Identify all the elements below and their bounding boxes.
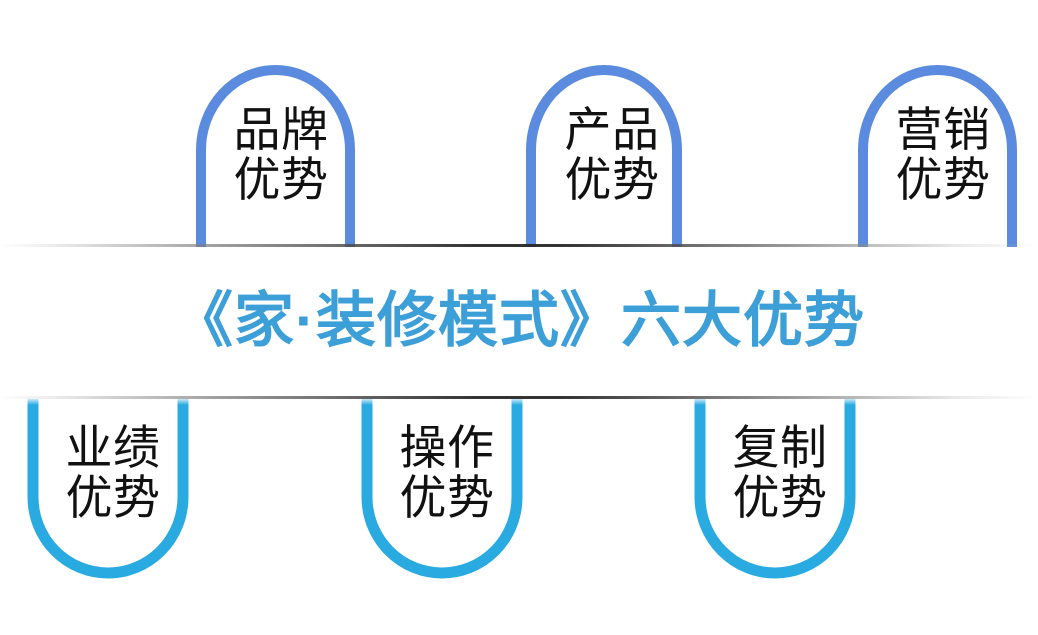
- bottom-arch-label-3-line2: 优势: [732, 470, 828, 524]
- bottom-arch-label-2-line2: 优势: [399, 470, 495, 524]
- bottom-arch-label-3: 复制 优势: [695, 423, 865, 523]
- bottom-arch-label-3-line1: 复制: [732, 421, 828, 474]
- top-divider: [0, 244, 1038, 253]
- top-arch-label-1: 品牌 优势: [196, 105, 366, 205]
- page-title: 《家·装修模式》六大优势: [173, 287, 865, 354]
- top-arch-label-3-line1: 营销: [895, 103, 991, 156]
- top-arch-label-1-line2: 优势: [233, 152, 329, 206]
- bottom-arch-label-1-line2: 优势: [65, 470, 161, 524]
- top-arch-label-2-line2: 优势: [564, 152, 660, 206]
- top-arch-label-2: 产品 优势: [527, 105, 697, 205]
- top-arch-label-3-line2: 优势: [895, 152, 991, 206]
- bottom-divider: [0, 396, 1038, 405]
- bottom-arch-label-1-line1: 业绩: [65, 421, 161, 474]
- top-arch-label-1-line1: 品牌: [233, 103, 329, 156]
- bottom-arch-label-2-line1: 操作: [399, 421, 495, 474]
- top-arch-label-3: 营销 优势: [858, 105, 1028, 205]
- top-arch-label-2-line1: 产品: [564, 103, 660, 156]
- bottom-arch-label-2: 操作 优势: [362, 423, 532, 523]
- bottom-arch-label-1: 业绩 优势: [28, 423, 198, 523]
